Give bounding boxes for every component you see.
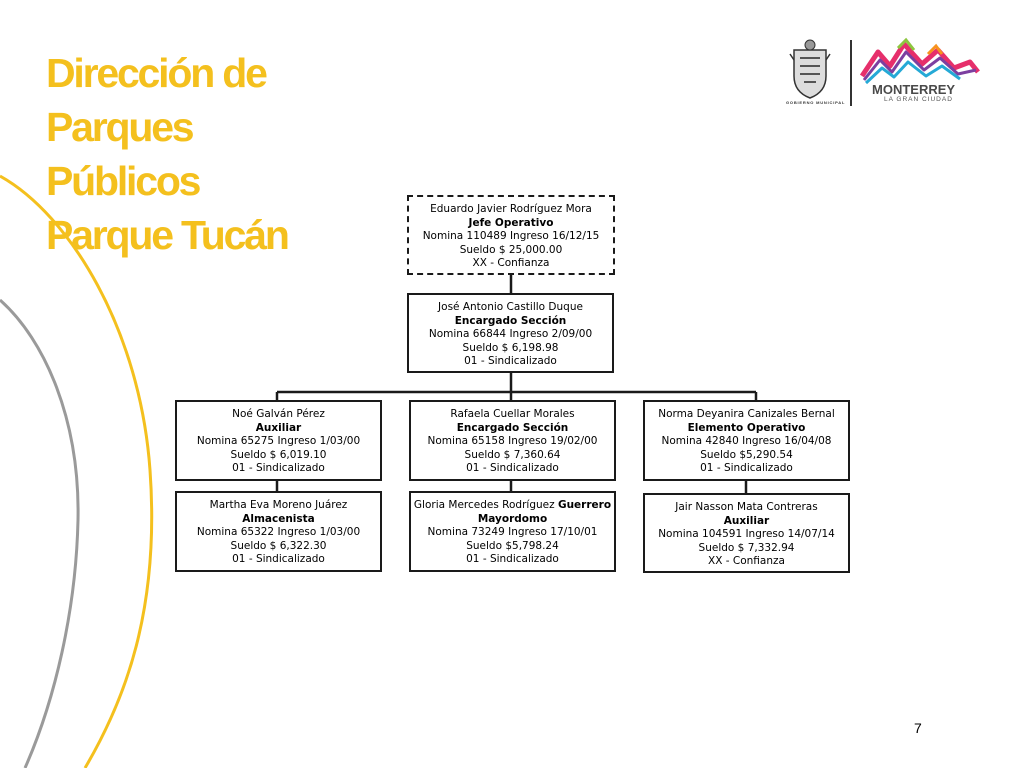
org-box-col1-top: Noé Galván Pérez Auxiliar Nomina 65275 I… (175, 400, 382, 481)
monterrey-mountains-icon (859, 37, 980, 85)
employee-name: José Antonio Castillo Duque (438, 301, 583, 313)
employee-type: 01 - Sindicalizado (466, 553, 559, 565)
monterrey-logo (789, 37, 980, 106)
employee-type: 01 - Sindicalizado (700, 462, 793, 474)
employee-name: Rafaela Cuellar Morales (450, 408, 575, 420)
employee-role: Auxiliar (255, 421, 302, 434)
employee-salary: Sueldo $ 25,000.00 (459, 243, 563, 256)
employee-type: XX - Confianza (708, 555, 785, 567)
title-line-2: Parques (46, 104, 195, 150)
org-box-col2-bottom: Gloria Mercedes Rodríguez Guerrero Mayor… (409, 491, 616, 572)
employee-name: Gloria Mercedes Rodríguez Guerrero (414, 499, 611, 513)
employee-type: 01 - Sindicalizado (466, 462, 559, 474)
employee-salary: Sueldo $5,290.54 (700, 448, 793, 461)
employee-salary: Sueldo $ 6,198.98 (462, 341, 559, 354)
org-box-col3-bottom: Jair Nasson Mata Contreras Auxiliar Nomi… (643, 493, 850, 573)
logo-government: GOBIERNO MUNICIPAL (786, 100, 846, 105)
employee-name: Martha Eva Moreno Juárez (209, 499, 348, 511)
employee-type: 01 - Sindicalizado (232, 462, 325, 474)
employee-nomina: Nomina 42840 Ingreso 16/04/08 (661, 435, 832, 447)
gray-arc (0, 298, 80, 768)
employee-nomina: Nomina 66844 Ingreso 2/09/00 (428, 328, 593, 340)
page-number: 7 (914, 720, 922, 736)
employee-role: Encargado Sección (456, 421, 569, 434)
org-box-head: Eduardo Javier Rodríguez Mora Jefe Opera… (407, 195, 615, 275)
employee-role: Jefe Operativo (468, 216, 554, 229)
org-box-col3-top: Norma Deyanira Canizales Bernal Elemento… (643, 400, 850, 481)
employee-type: 01 - Sindicalizado (232, 553, 325, 565)
employee-nomina: Nomina 104591 Ingreso 14/07/14 (658, 528, 835, 540)
employee-name: Jair Nasson Mata Contreras (675, 501, 818, 513)
logo-tagline: LA GRAN CIUDAD (884, 96, 953, 103)
logo-name: MONTERREY (872, 82, 956, 97)
org-box-col1-bottom: Martha Eva Moreno Juárez Almacenista Nom… (175, 491, 382, 572)
employee-nomina: Nomina 110489 Ingreso 16/12/15 (422, 230, 600, 242)
employee-name: Norma Deyanira Canizales Bernal (658, 408, 835, 420)
employee-nomina: Nomina 65158 Ingreso 19/02/00 (427, 435, 598, 447)
employee-name: Noé Galván Pérez (232, 408, 325, 420)
employee-name-bold: Guerrero (557, 499, 612, 511)
employee-salary: Sueldo $ 7,332.94 (698, 541, 795, 554)
title-line-3: Públicos (46, 158, 201, 204)
title-line-1: Dirección de (46, 50, 268, 96)
org-box-section: José Antonio Castillo Duque Encargado Se… (407, 293, 614, 373)
employee-role: Elemento Operativo (687, 421, 806, 434)
employee-salary: Sueldo $ 6,322.30 (230, 539, 327, 552)
employee-name-plain: Gloria Mercedes Rodríguez (413, 499, 558, 511)
title-line-4: Parque Tucán (46, 212, 290, 258)
employee-name: Eduardo Javier Rodríguez Mora (430, 203, 592, 215)
employee-salary: Sueldo $ 6,019.10 (230, 448, 327, 461)
coat-of-arms-icon (789, 39, 831, 99)
employee-type: XX - Confianza (472, 257, 550, 269)
employee-nomina: Nomina 65322 Ingreso 1/03/00 (196, 526, 361, 538)
org-box-col2-top: Rafaela Cuellar Morales Encargado Secció… (409, 400, 616, 481)
employee-role: Auxiliar (723, 514, 770, 527)
employee-role: Encargado Sección (454, 314, 567, 327)
employee-role: Almacenista (242, 512, 315, 525)
employee-nomina: Nomina 65275 Ingreso 1/03/00 (196, 435, 361, 447)
employee-salary: Sueldo $ 7,360.64 (464, 448, 561, 461)
employee-type: 01 - Sindicalizado (464, 355, 557, 367)
employee-salary: Sueldo $5,798.24 (466, 539, 559, 552)
employee-nomina: Nomina 73249 Ingreso 17/10/01 (427, 526, 598, 538)
yellow-arc (0, 174, 154, 768)
page-title: Dirección de Parques Públicos Parque Tuc… (46, 46, 290, 262)
employee-role: Mayordomo (477, 512, 548, 525)
